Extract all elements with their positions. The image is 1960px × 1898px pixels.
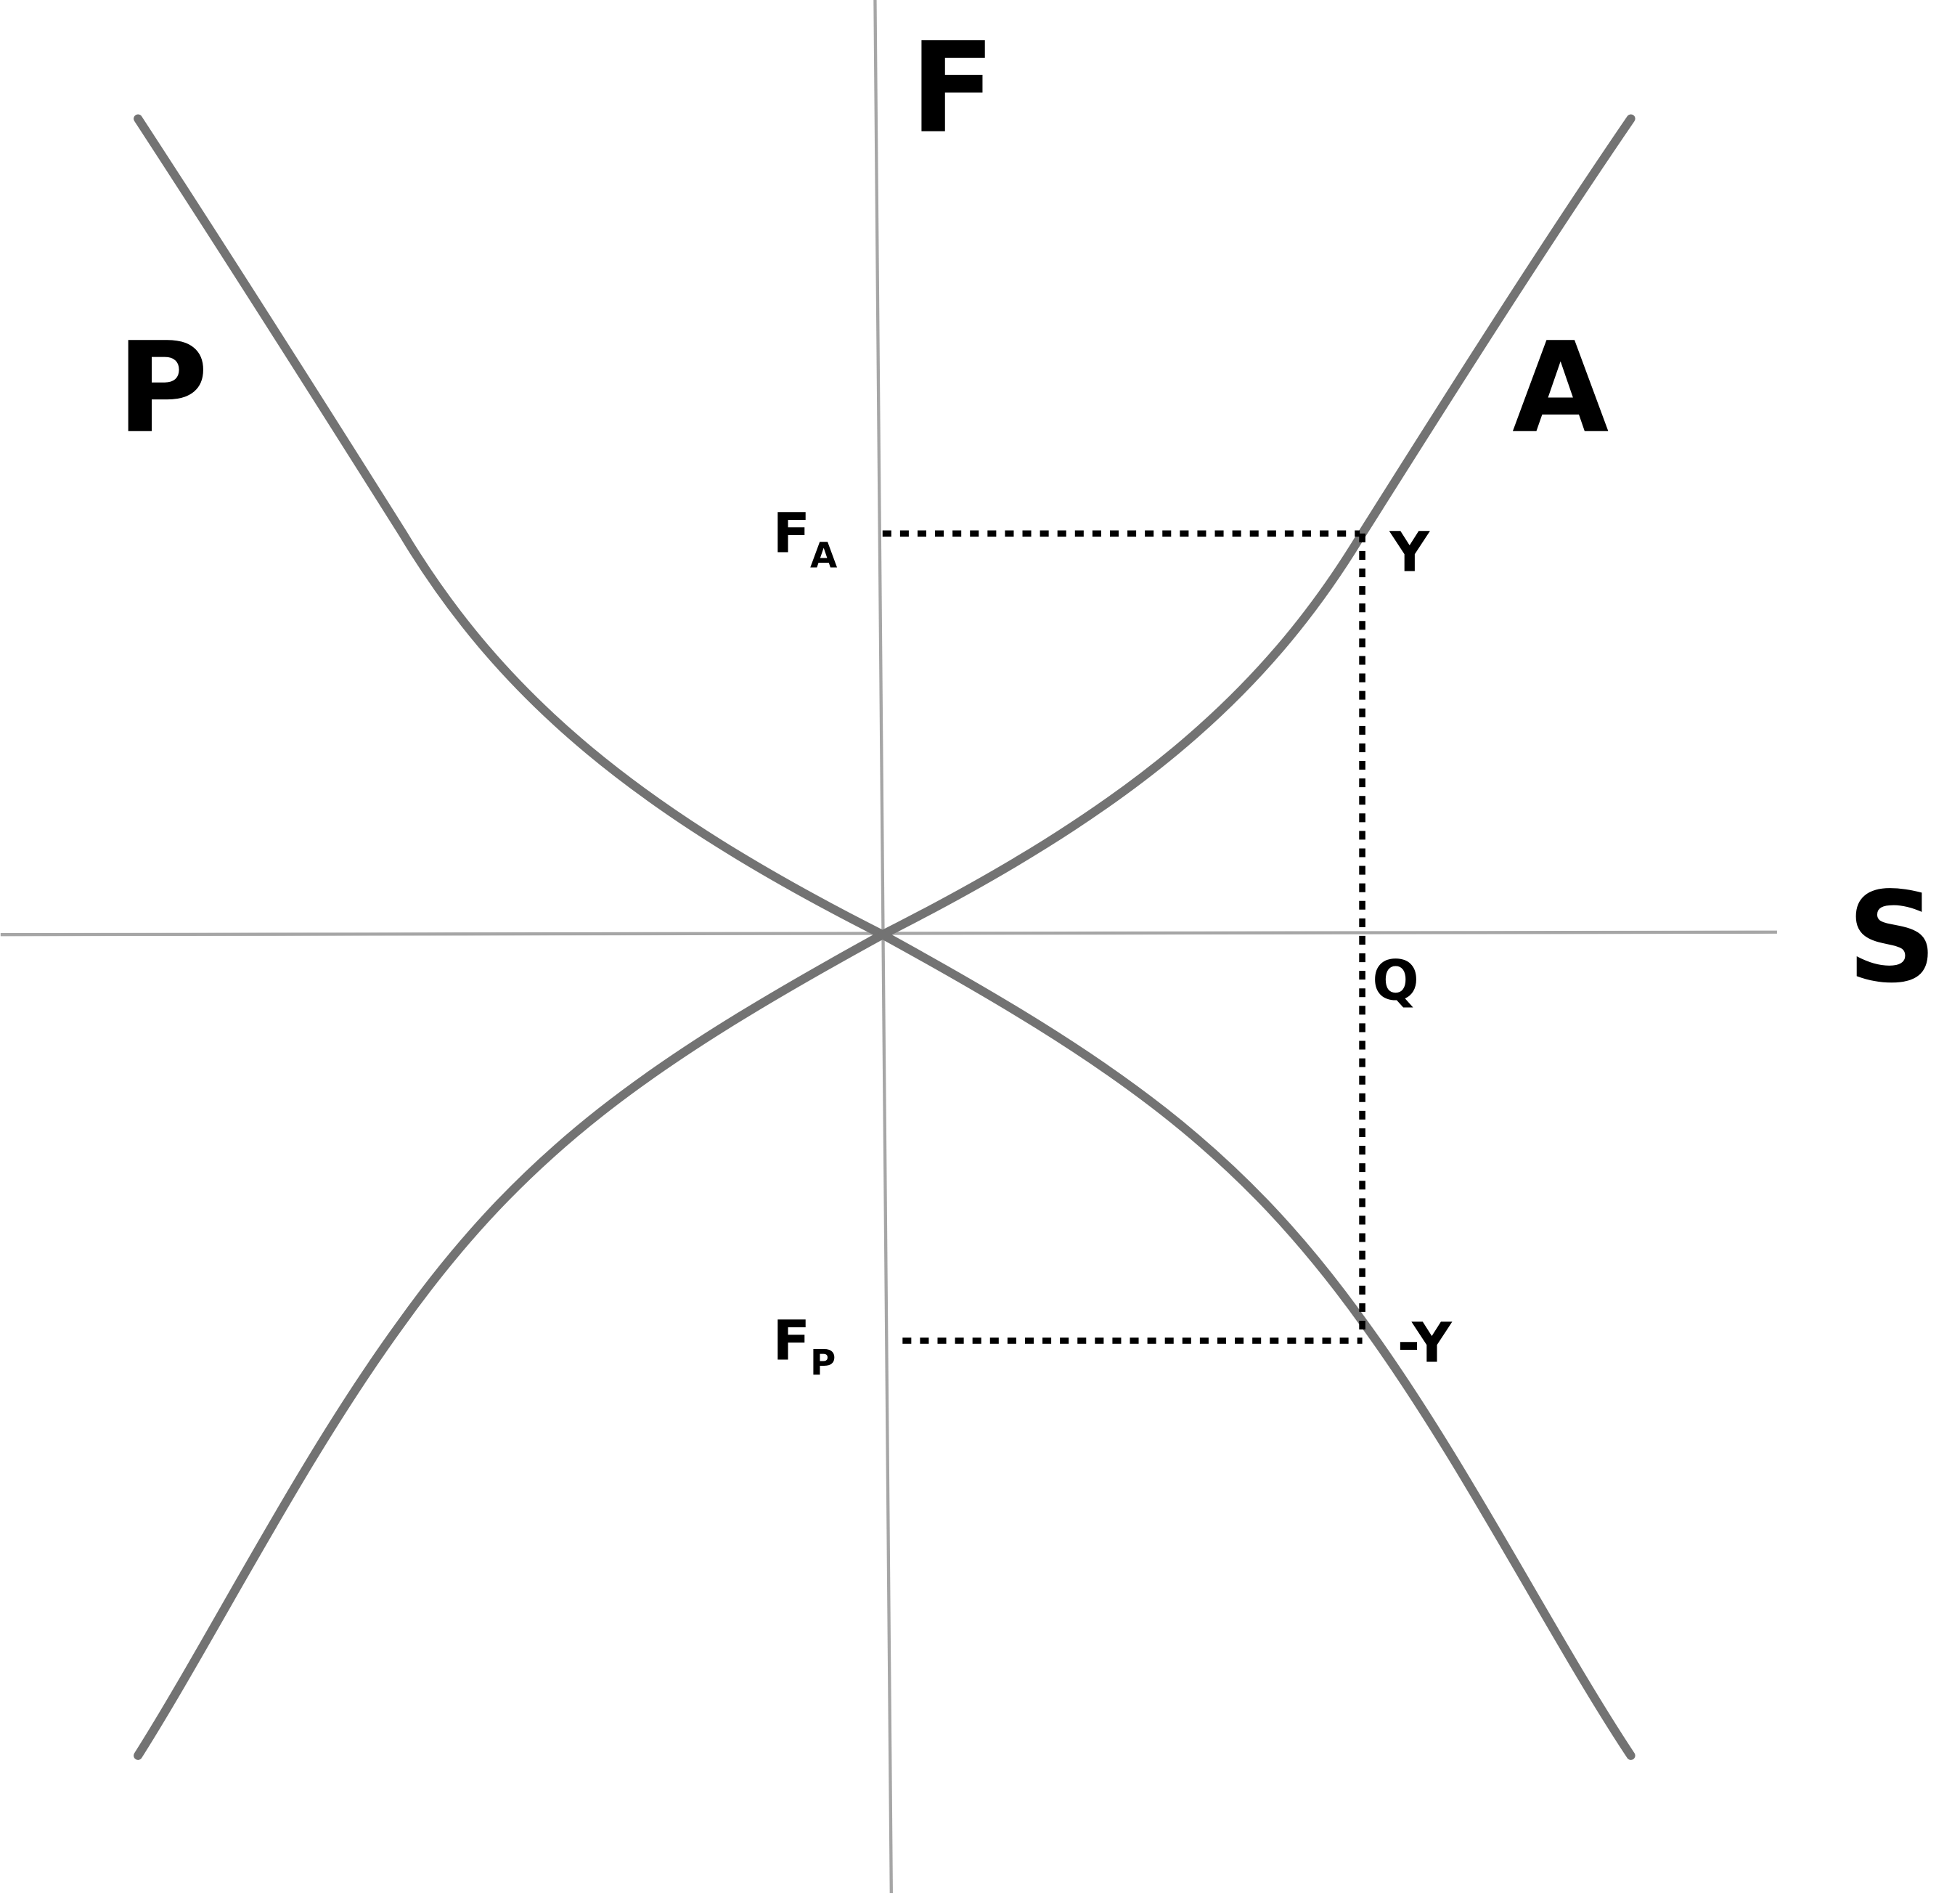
point-label-q: Q (1372, 949, 1418, 1013)
curve-label-a: A (1512, 315, 1609, 461)
curve-a-upper (878, 114, 1636, 940)
curve-p-lower (878, 930, 1636, 1760)
level-label-fa: FA (772, 502, 838, 577)
vertical-axis-f (873, 0, 893, 1894)
point-label-neg-y: -Y (1397, 1311, 1453, 1375)
level-fa-sub: A (810, 535, 838, 576)
curve-p-upper (134, 114, 887, 940)
level-fp-main: F (772, 1308, 810, 1372)
curve-label-p: P (117, 315, 208, 461)
axis-label-f: F (910, 15, 996, 161)
curve-a-lower (134, 930, 887, 1760)
level-label-fp: FP (772, 1308, 836, 1383)
point-label-y: Y (1389, 520, 1430, 584)
axis-label-s: S (1847, 865, 1937, 1011)
level-fp-sub: P (810, 1343, 836, 1383)
level-fa-main: F (772, 502, 810, 566)
